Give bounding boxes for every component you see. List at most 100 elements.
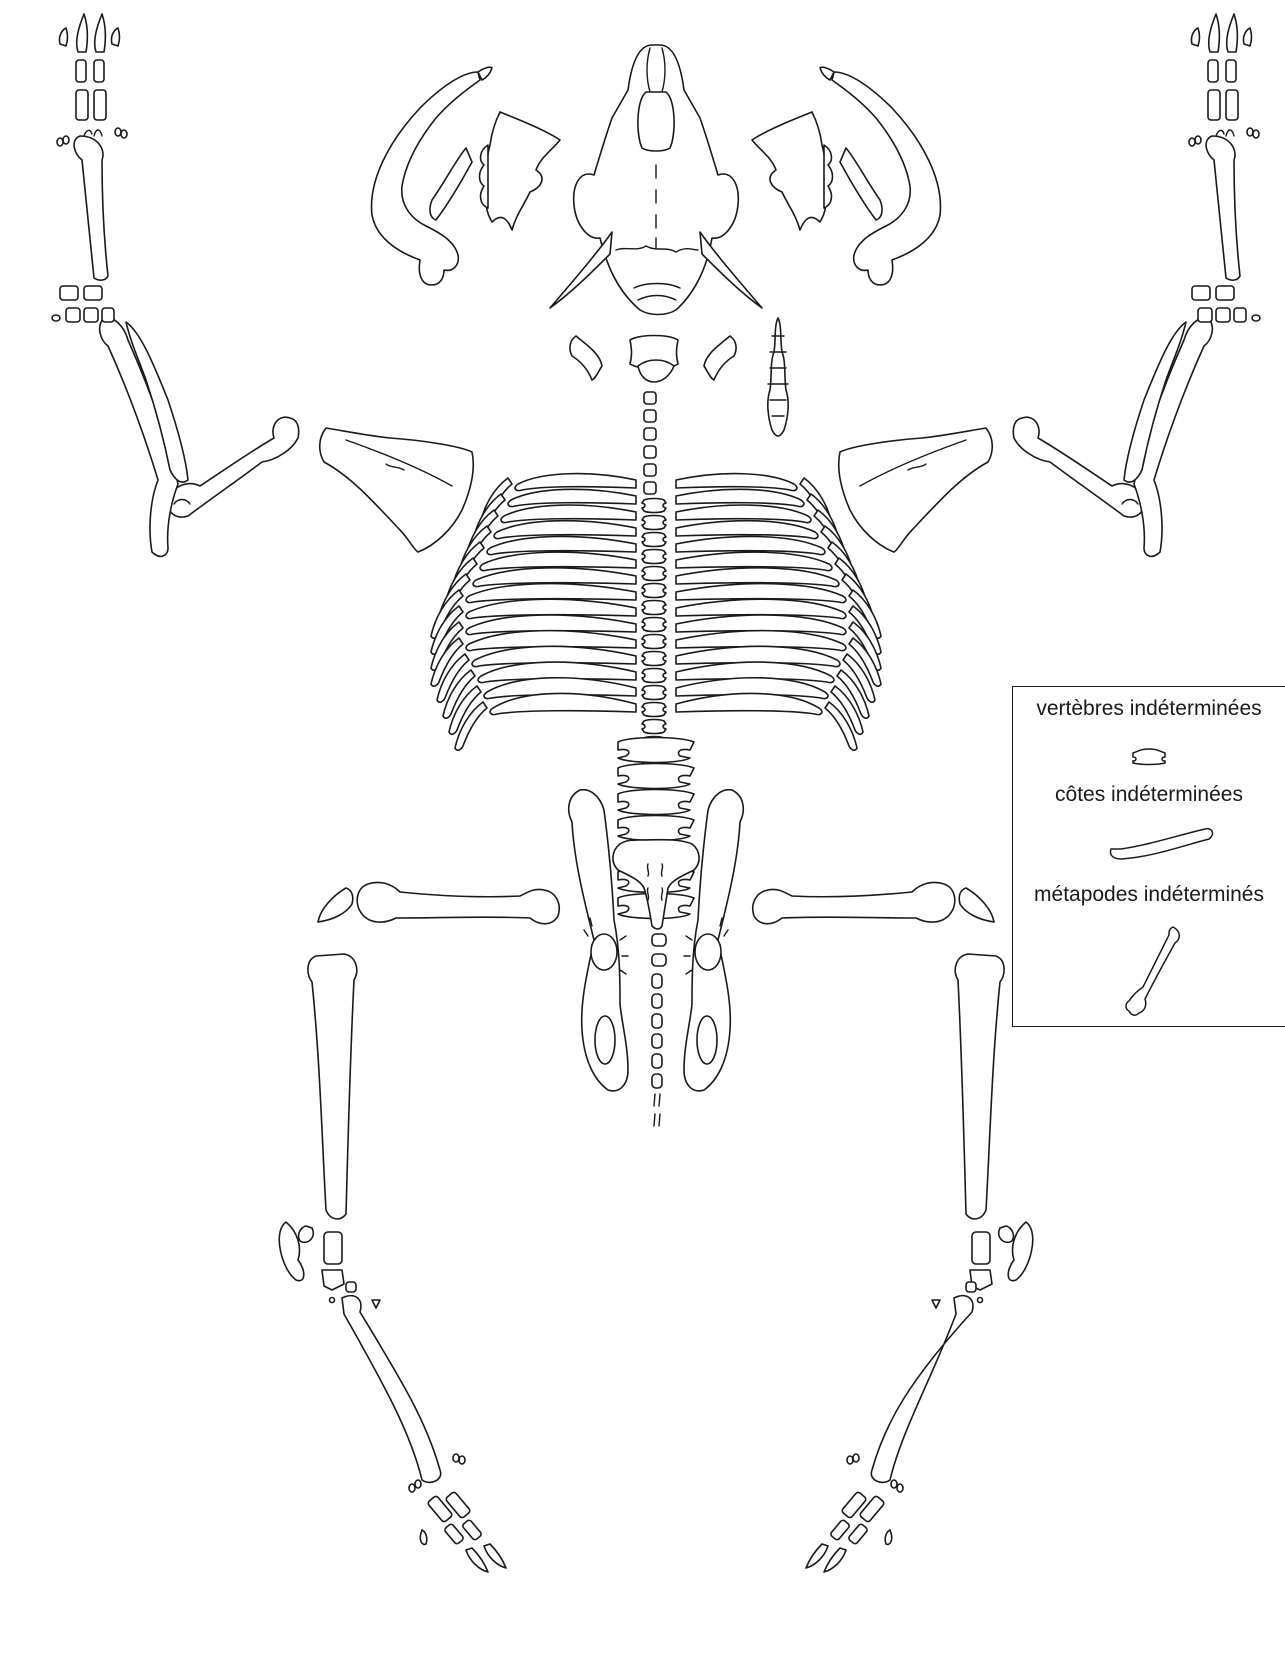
sesamoid — [63, 136, 69, 144]
metatarsal — [342, 1296, 441, 1483]
metacarpal-head — [84, 130, 102, 136]
carpal — [1216, 308, 1230, 322]
mandible-left — [372, 67, 492, 285]
sesamoid — [1195, 136, 1201, 144]
carpal — [102, 308, 114, 322]
caudal-vertebra — [652, 1034, 662, 1048]
caudal-vertebra — [652, 954, 666, 966]
hoof-phalanx — [824, 1548, 846, 1572]
phalanx — [1208, 90, 1220, 120]
sesamoid — [978, 1298, 983, 1303]
thoracic-vertebra — [642, 601, 666, 615]
cervical-vertebra — [644, 464, 656, 476]
sesamoid — [1247, 128, 1253, 136]
cervical-vertebra — [644, 410, 656, 422]
tarsal — [966, 1282, 976, 1292]
legend-metapodial-symbol — [1123, 923, 1187, 1019]
dewclaw — [59, 28, 67, 46]
forearm-left — [100, 318, 188, 557]
dewclaw — [1191, 28, 1199, 46]
cervical-vertebrae-detached — [768, 318, 788, 436]
carpal — [84, 286, 102, 300]
tarsal — [322, 1270, 344, 1290]
legend-vertebrae-label: vertèbres indéterminées — [1013, 697, 1285, 721]
thoracic-vertebra — [642, 550, 666, 564]
sesamoid — [330, 1298, 335, 1303]
caudal-vertebra — [652, 1074, 662, 1088]
rib-right — [676, 474, 797, 491]
sesamoid — [57, 138, 63, 146]
rib-left — [508, 489, 636, 506]
mandible-right — [820, 67, 940, 285]
phalanx — [1208, 60, 1218, 82]
sesamoid — [415, 1480, 421, 1488]
tibia-right — [955, 954, 1004, 1219]
carpal — [66, 308, 80, 322]
hoof-phalanx — [484, 1544, 506, 1568]
lumbar-vertebra — [618, 764, 694, 789]
phalanx — [76, 60, 86, 82]
hoof-phalanx — [806, 1544, 828, 1568]
sesamoid — [409, 1484, 415, 1492]
scapula-right — [839, 428, 993, 552]
dewclaw — [111, 28, 119, 46]
thoracic-vertebra — [642, 686, 666, 700]
legend: vertèbres indéterminées côtes indétermin… — [1012, 686, 1285, 1027]
legend-vertebra-symbol — [1129, 745, 1169, 769]
rib-left — [501, 505, 636, 523]
pelvis-left — [569, 790, 628, 1091]
pelvis-right — [684, 790, 743, 1091]
dewclaw — [1243, 28, 1251, 46]
thoracic-vertebra — [642, 635, 666, 649]
thoracic-vertebra — [642, 533, 666, 547]
thoracic-vertebra — [642, 516, 666, 530]
thoracic-vertebra — [642, 567, 666, 581]
thoracic-vertebra — [642, 720, 666, 734]
cervical-vertebra — [644, 428, 656, 440]
phalanx — [848, 1523, 869, 1545]
metacarpal-head — [1216, 130, 1234, 136]
caudal-vertebra — [654, 1094, 660, 1106]
carpal — [1216, 286, 1234, 300]
carpal — [1192, 286, 1210, 300]
hoof-phalanx — [1209, 14, 1220, 52]
rib-right — [676, 489, 804, 506]
thoracic-vertebra — [642, 584, 666, 598]
phalanx — [94, 90, 106, 120]
tarsal — [299, 1226, 314, 1242]
legend-rib-symbol — [1105, 823, 1215, 863]
sesamoid — [453, 1454, 459, 1462]
sesamoid — [52, 315, 60, 321]
sesamoid — [121, 130, 127, 138]
carpal — [60, 286, 78, 300]
phalanx — [76, 90, 88, 120]
cervical-vertebra — [644, 446, 656, 458]
hyoid-and-cervicals — [570, 336, 736, 383]
legend-ribs-label: côtes indéterminées — [1013, 783, 1285, 807]
thoracic-vertebra — [642, 618, 666, 632]
sesamoid — [847, 1456, 853, 1464]
legend-metapodials-label: métapodes indéterminés — [1013, 883, 1285, 907]
dewclaw — [420, 1530, 426, 1544]
thoracic-vertebra — [642, 703, 666, 717]
metacarpal — [1206, 136, 1240, 280]
hind-feet — [279, 1222, 1032, 1572]
phalanx — [94, 60, 104, 82]
hoof-phalanx — [1227, 14, 1238, 52]
metatarsal — [871, 1296, 973, 1483]
hoof-phalanx — [466, 1548, 488, 1572]
femur-left — [318, 882, 559, 923]
lumbar-vertebra — [618, 816, 694, 841]
phalanx — [444, 1523, 465, 1545]
caudal-vertebra — [652, 974, 662, 988]
carpal — [84, 308, 98, 322]
phalanx — [1226, 90, 1238, 120]
forearm-right — [1124, 318, 1212, 557]
tarsal — [932, 1300, 940, 1308]
phalanx — [830, 1519, 851, 1541]
sesamoid — [1189, 138, 1195, 146]
caudal-vertebra — [652, 1014, 662, 1028]
lumbar-vertebra — [618, 790, 694, 815]
dewclaw — [885, 1530, 891, 1544]
tarsal — [999, 1226, 1014, 1242]
